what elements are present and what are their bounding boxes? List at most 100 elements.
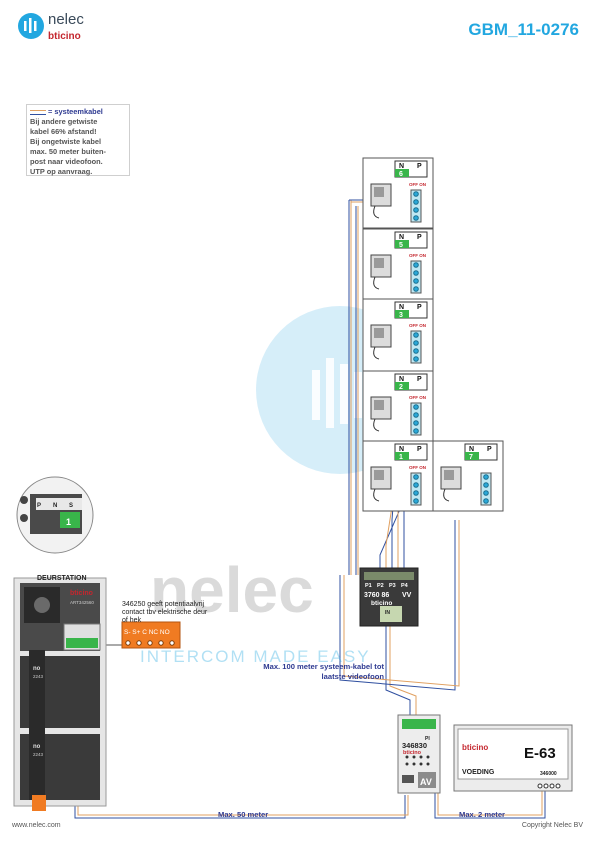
distributor-code: 3760 86	[364, 592, 389, 599]
distributor-suffix: VV	[402, 592, 412, 599]
number-indicator	[395, 382, 409, 390]
button-module-label: no	[33, 666, 41, 672]
label-max-50: Max. 50 meter	[218, 810, 269, 819]
nelec-logo	[18, 13, 44, 39]
power-module-brand: bticino	[403, 750, 422, 756]
footer-copyright: Copyright Nelec BV	[521, 822, 583, 829]
power-supply-brand: bticino	[462, 743, 488, 752]
power-module-code: 346830	[402, 741, 427, 750]
label-n: N	[469, 446, 474, 453]
legend-line-2: kabel 66% afstand!	[30, 127, 97, 136]
terminal-strip	[410, 472, 422, 506]
label-n: N	[399, 234, 404, 241]
button-module-code-2: 2243	[33, 752, 44, 757]
unit-number: 5	[399, 242, 403, 249]
button-module-code: 2243	[33, 674, 44, 679]
legend-line-5: post naar videofoon.	[30, 157, 103, 166]
unit-number: 1	[399, 454, 403, 461]
distributor-port-3: P3	[389, 583, 396, 589]
brand-name: nelec	[48, 11, 84, 28]
terminal-strip	[410, 330, 422, 364]
number-indicator	[395, 310, 409, 318]
keypad-detail	[16, 476, 94, 554]
label-max-2: Max. 2 meter	[459, 810, 506, 819]
brand-sub: bticino	[48, 31, 81, 42]
off-on-switch: OFF ON	[409, 323, 426, 328]
distributor	[359, 567, 419, 627]
terminal-strip	[410, 402, 422, 436]
number-indicator	[395, 240, 409, 248]
off-on-switch: OFF ON	[409, 395, 426, 400]
power-supply	[453, 724, 573, 792]
label-n: N	[399, 304, 404, 311]
label-n: N	[399, 446, 404, 453]
legend-line-4: max. 50 meter buiten-	[30, 147, 106, 156]
distributor-port-2: P2	[377, 583, 384, 589]
relay-module	[121, 621, 181, 649]
label-p: P	[417, 446, 422, 453]
distributor-port-1: P1	[365, 583, 372, 589]
door-station-title: DEURSTATION	[37, 575, 87, 582]
off-on-switch: OFF ON	[409, 253, 426, 258]
distributor-brand: bticino	[371, 600, 392, 607]
power-module-av: AV	[420, 777, 432, 787]
keypad-label-s: S	[69, 503, 73, 509]
unit-number: 2	[399, 384, 403, 391]
door-station-brand: bticino	[70, 590, 93, 597]
brand-bticino: bticino	[48, 31, 81, 42]
terminal-strip	[410, 189, 422, 223]
unit-number: 3	[399, 312, 403, 319]
label-p: P	[487, 446, 492, 453]
number-indicator	[465, 452, 479, 460]
distributor-in: IN	[385, 610, 390, 616]
videophone-unit: N P 7	[432, 440, 504, 512]
keypad-label-p: P	[37, 503, 41, 509]
power-module	[397, 714, 441, 794]
power-supply-name: E-63	[524, 745, 556, 762]
relay-terminals: S- S+ C NC NO	[124, 629, 170, 636]
keypad-value: 1	[66, 517, 71, 527]
label-p: P	[417, 163, 422, 170]
number-indicator	[395, 452, 409, 460]
cable-sample-icon	[30, 109, 46, 115]
relay-callout: 346250 geeft potentiaalvrij contact tbv …	[122, 601, 208, 624]
unit-number: 6	[399, 171, 403, 178]
terminal-strip	[480, 472, 492, 506]
watermark-tagline: INTERCOM MADE EASY	[140, 647, 371, 666]
page-title: GBM_11-0276	[468, 20, 579, 39]
off-on-switch: OFF ON	[409, 465, 426, 470]
number-indicator	[395, 169, 409, 177]
power-supply-label: VOEDING	[462, 769, 495, 776]
label-p: P	[417, 234, 422, 241]
legend-line-3: Bij ongetwiste kabel	[30, 137, 102, 146]
keypad-label-n: N	[53, 503, 57, 509]
door-station-model: ART342560	[70, 600, 94, 605]
legend-box: = systeemkabel Bij andere getwiste kabel…	[26, 104, 130, 176]
label-p: P	[417, 376, 422, 383]
legend-line-6: UTP op aanvraag.	[30, 167, 93, 176]
label-max-100: Max. 100 meter systeem-kabel tot laatste…	[263, 662, 384, 681]
svg-labels: DEURSTATION bticino ART342560 no 2243 no…	[33, 503, 557, 787]
button-module-label-2: no	[33, 744, 41, 750]
terminal-strip	[410, 260, 422, 294]
legend-title: = systeemkabel	[30, 107, 126, 117]
legend-line-1: Bij andere getwiste	[30, 117, 98, 126]
distributor-port-4: P4	[401, 583, 409, 589]
power-supply-code: 346000	[540, 771, 557, 777]
footer-url: www.nelec.com	[12, 822, 61, 829]
unit-number: 7	[469, 454, 473, 461]
label-n: N	[399, 163, 404, 170]
label-n: N	[399, 376, 404, 383]
power-module-pi: PI	[425, 736, 430, 742]
watermark-word: nelec	[150, 554, 314, 626]
label-p: P	[417, 304, 422, 311]
door-station	[13, 577, 107, 811]
off-on-switch: OFF ON	[409, 182, 426, 187]
